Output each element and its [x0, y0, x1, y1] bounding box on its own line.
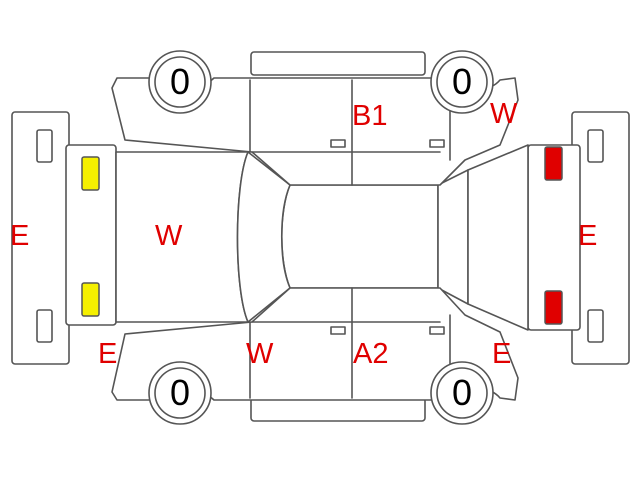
- mark-rear-fender-right: W: [490, 98, 518, 130]
- wheel-rear-left: [430, 361, 494, 425]
- front-bumper-upper-slot: [36, 129, 53, 163]
- tire-front-left-value: 0: [169, 372, 191, 413]
- rear-bumper: [571, 111, 630, 365]
- front-door-right-handle: [330, 139, 346, 148]
- front-bumper-lower-slot: [36, 309, 53, 343]
- headlight-lower: [81, 282, 100, 317]
- rear-window: [437, 169, 469, 305]
- mark-front-door-left: W: [246, 338, 274, 370]
- mark-front-bumper: E: [10, 220, 30, 252]
- mark-rear-fender-left: E: [492, 338, 512, 370]
- rear-bumper-lower-slot: [587, 309, 604, 343]
- right-side-body: [111, 51, 519, 186]
- tire-rear-right-value: 0: [451, 61, 473, 102]
- front-door-left-handle: [330, 326, 346, 335]
- tire-front-right-value: 0: [169, 61, 191, 102]
- taillight-lower: [544, 290, 563, 325]
- mark-roof-right: B1: [352, 100, 388, 132]
- wheel-front-right: [148, 50, 212, 114]
- mark-hood: W: [155, 220, 183, 252]
- rear-door-right-handle: [429, 139, 445, 148]
- headlight-upper: [81, 156, 100, 191]
- mark-rear-bumper: E: [578, 220, 598, 252]
- mark-front-fender-left: E: [98, 338, 118, 370]
- wheel-rear-right: [430, 50, 494, 114]
- rear-door-left-handle: [429, 326, 445, 335]
- wheel-front-left: [148, 361, 212, 425]
- roof-panel: [281, 184, 439, 289]
- rear-bumper-upper-slot: [587, 129, 604, 163]
- roof-rail-left: [250, 397, 426, 422]
- mark-rear-door-left: A2: [353, 338, 389, 370]
- trunk-panel: [467, 144, 529, 331]
- tire-rear-left-value: 0: [451, 372, 473, 413]
- taillight-upper: [544, 146, 563, 181]
- roof-rail-right: [250, 51, 426, 76]
